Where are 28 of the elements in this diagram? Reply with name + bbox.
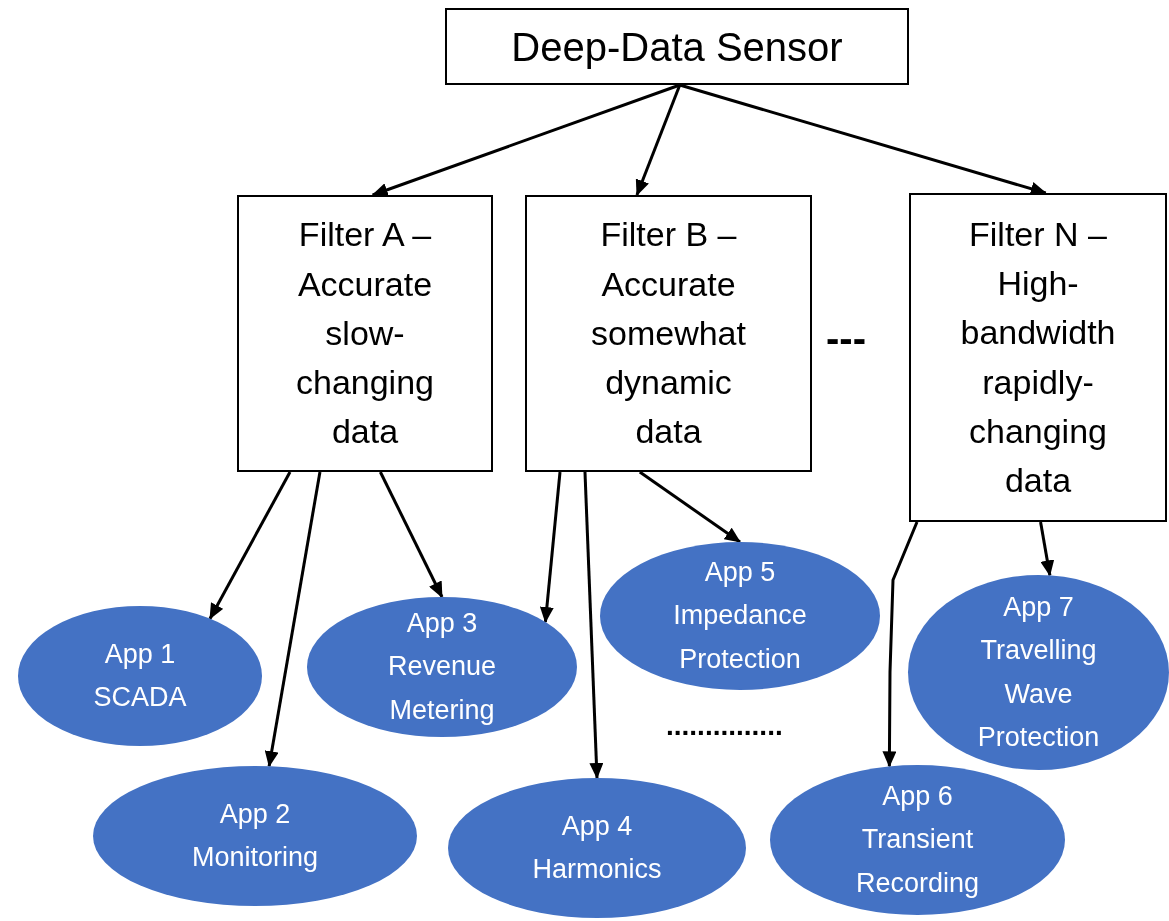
node-label: App 5 Impedance Protection bbox=[672, 556, 808, 676]
arrow bbox=[379, 471, 444, 598]
node-label: App 6 Transient Recording bbox=[854, 780, 981, 900]
node-label: App 4 Harmonics bbox=[531, 809, 663, 886]
filter-box bbox=[237, 195, 493, 472]
arrow bbox=[882, 521, 919, 768]
arrow bbox=[371, 83, 681, 197]
node-label: Filter N – High-bandwidth rapidly-changing data bbox=[959, 213, 1117, 502]
filter-box bbox=[525, 195, 812, 472]
node-label: Filter B – Accurate somewhat dynamic data bbox=[590, 214, 747, 453]
arrow bbox=[208, 471, 292, 620]
ellipsis-mark: ............... bbox=[666, 712, 783, 740]
arrow bbox=[635, 84, 682, 196]
ellipsis-mark: --- bbox=[826, 318, 866, 358]
node-label: App 7 Travelling Wave Protection bbox=[976, 591, 1101, 754]
arrow bbox=[583, 471, 604, 779]
arrow bbox=[539, 471, 562, 623]
node-label: App 3 Revenue Metering bbox=[386, 607, 498, 727]
filter-box bbox=[909, 193, 1167, 522]
node-label: App 2 Monitoring bbox=[190, 797, 320, 874]
node-label: Deep-Data Sensor bbox=[511, 23, 843, 71]
arrow bbox=[679, 83, 1047, 196]
node-label: Filter A – Accurate slow-changing data bbox=[295, 214, 435, 453]
filter-box bbox=[445, 8, 909, 85]
arrow bbox=[638, 470, 741, 544]
arrow bbox=[264, 471, 322, 768]
node-label: App 1 SCADA bbox=[92, 637, 188, 714]
arrow bbox=[1039, 521, 1055, 577]
